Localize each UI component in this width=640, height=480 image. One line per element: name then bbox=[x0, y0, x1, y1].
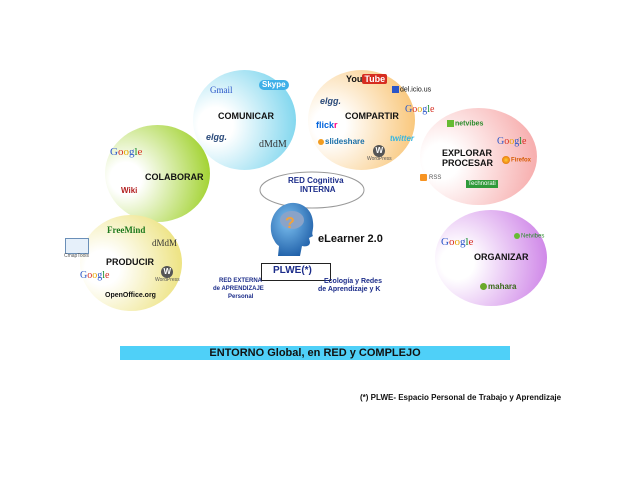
elgg-logo: elgg. bbox=[206, 132, 228, 142]
delicious-logo: del.icio.us bbox=[392, 86, 431, 93]
mahara-logo: mahara bbox=[480, 283, 516, 291]
google-logo: Google bbox=[441, 236, 474, 248]
ecologia-line2: de Aprendizaje y K bbox=[318, 286, 381, 293]
red-externa-line3: Personal bbox=[228, 294, 254, 300]
netvibes-logo: netvibes bbox=[447, 120, 483, 127]
elearner-title: eLearner 2.0 bbox=[318, 233, 383, 245]
organizar-label: ORGANIZAR bbox=[474, 252, 529, 262]
explorar-label-line2: PROCESAR bbox=[442, 158, 494, 168]
technorati-logo: Technorati bbox=[466, 180, 498, 188]
openoffice-logo: OpenOffice.org bbox=[105, 292, 156, 299]
wordpress-logo: W WordPress bbox=[367, 145, 392, 162]
dmdm-logo: dMdM bbox=[259, 139, 287, 150]
cloud-text-line2: INTERNA bbox=[300, 185, 336, 194]
cloud-text-line1: RED Cognitiva bbox=[288, 176, 344, 185]
cmaptools-logo: CmapTools bbox=[64, 238, 89, 259]
flickr-logo: flickr bbox=[316, 120, 338, 130]
gmail-logo: Gmail bbox=[210, 85, 233, 95]
plwe-box bbox=[261, 263, 331, 281]
producir-circle bbox=[80, 215, 182, 311]
plwe-label: PLWE(*) bbox=[273, 265, 312, 276]
firefox-logo: Firefox bbox=[502, 156, 531, 164]
google-logo: Google bbox=[405, 104, 435, 115]
elgg-logo: elgg. bbox=[320, 96, 342, 106]
skype-logo: Skype bbox=[259, 80, 289, 90]
netvibes-logo: Netvibes bbox=[514, 233, 544, 240]
colaborar-circle bbox=[105, 125, 210, 222]
head-icon: ? bbox=[270, 202, 314, 256]
wiki-logo: Wiki bbox=[121, 186, 138, 195]
footnote: (*) PLWE- Espacio Personal de Trabajo y … bbox=[360, 393, 562, 402]
explorar-circle bbox=[420, 108, 537, 205]
dmdm-logo: dMdM bbox=[152, 238, 178, 248]
google-logo: Google bbox=[80, 270, 110, 281]
wordpress-logo: W WordPress bbox=[155, 266, 180, 283]
compartir-label: COMPARTIR bbox=[345, 111, 399, 121]
google-logo: Google bbox=[110, 146, 143, 158]
explorar-label-line1: EXPLORAR bbox=[442, 148, 493, 158]
colaborar-label: COLABORAR bbox=[145, 172, 204, 182]
freemind-logo: FreeMind bbox=[107, 225, 146, 235]
red-externa-line1: RED EXTERNA bbox=[219, 278, 263, 284]
organizar-circle bbox=[435, 210, 547, 306]
rss-logo: RSS bbox=[420, 174, 441, 181]
google-logo: Google bbox=[497, 136, 527, 147]
entorno-banner: ENTORNO Global, en RED y COMPLEJO bbox=[120, 346, 510, 360]
svg-text:?: ? bbox=[285, 215, 295, 232]
red-externa-line2: de APRENDIZAJE bbox=[213, 286, 264, 292]
slideshare-logo: slideshare bbox=[318, 138, 365, 146]
ecologia-line1: Ecología y Redes bbox=[324, 278, 382, 285]
producir-label: PRODUCIR bbox=[106, 257, 155, 267]
twitter-logo: twitter bbox=[390, 134, 414, 143]
comunicar-label: COMUNICAR bbox=[218, 111, 274, 121]
